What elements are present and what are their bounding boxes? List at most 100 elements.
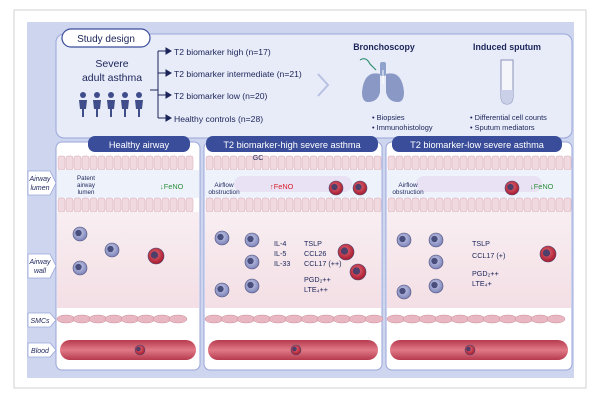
- epithelial-cell: [403, 197, 412, 213]
- smooth-muscle-cell: [418, 314, 438, 324]
- svg-text:Airway: Airway: [28, 259, 51, 266]
- epithelial-cell: [121, 155, 130, 171]
- svg-text:lumen: lumen: [78, 189, 95, 196]
- epithelial-cell: [185, 155, 194, 171]
- smooth-muscle-cell: [136, 314, 156, 324]
- row-labels: Airway lumen Airway wall SMCs Blood: [27, 170, 57, 358]
- healthy-lumen: [57, 170, 199, 198]
- epithelial-cell: [253, 197, 262, 213]
- t2high-epithelium-bottom: [205, 197, 382, 213]
- cell-nucleus: [75, 263, 82, 271]
- svg-text:obstruction: obstruction: [208, 189, 240, 196]
- smooth-muscle-cell: [316, 314, 336, 324]
- cell-nucleus: [431, 281, 438, 289]
- t2high-mast-cell: [214, 282, 230, 298]
- cell-nucleus: [217, 233, 224, 241]
- epithelial-cell: [515, 197, 524, 213]
- t2high-header: [206, 136, 378, 152]
- epithelial-cell: [301, 197, 310, 213]
- epithelial-cell: [237, 197, 246, 213]
- t2high-eosinophil: [337, 243, 355, 261]
- epithelial-cell: [411, 155, 420, 171]
- severe-asthma-line2: adult asthma: [82, 72, 142, 84]
- epithelial-cell: [373, 155, 382, 171]
- smooth-muscle-cell: [152, 314, 172, 324]
- cell-nucleus: [431, 235, 438, 243]
- epithelial-cell: [317, 197, 326, 213]
- t2low-feno: ↓FeNO: [530, 182, 554, 191]
- smooth-muscle-cell: [72, 314, 92, 324]
- epithelial-cell: [113, 155, 122, 171]
- cell-nucleus: [507, 183, 514, 191]
- t2high-epithelium-top: [205, 155, 382, 171]
- epithelial-cell: [153, 197, 162, 213]
- cell-nucleus: [331, 183, 338, 191]
- epithelial-cell: [229, 197, 238, 213]
- epithelial-cell: [65, 197, 74, 213]
- t2high-mast-cell: [214, 230, 230, 246]
- study-design-title-pill: [61, 28, 151, 48]
- epithelial-cell: [301, 155, 310, 171]
- airway-panels: [55, 141, 573, 371]
- svg-text:CCL17 (++): CCL17 (++): [304, 259, 342, 268]
- epithelial-cell: [467, 197, 476, 213]
- epithelial-cell: [325, 155, 334, 171]
- svg-text:SMCs: SMCs: [30, 318, 50, 325]
- epithelial-cell: [435, 197, 444, 213]
- smooth-muscle-cell: [120, 314, 140, 324]
- epithelial-cell: [113, 197, 122, 213]
- t2high-annotations: GC Airflow obstruction ↑FeNO IL-4 IL-5 I…: [208, 155, 341, 294]
- cell-nucleus: [107, 245, 114, 253]
- epithelial-cell: [145, 155, 154, 171]
- t2high-panel: [203, 141, 384, 371]
- t2high-lumen-eosinophil: [328, 180, 344, 196]
- epithelial-cell: [451, 155, 460, 171]
- epithelial-cell: [237, 155, 246, 171]
- epithelial-cell: [245, 197, 254, 213]
- t2low-epithelium-top: [387, 155, 572, 171]
- epithelial-cell: [539, 197, 548, 213]
- svg-text:CCL26: CCL26: [304, 249, 326, 258]
- cell-nucleus: [247, 257, 254, 265]
- epithelial-cell: [499, 197, 508, 213]
- epithelial-cell: [57, 197, 66, 213]
- epithelial-cell: [483, 197, 492, 213]
- group-t2-low: T2 biomarker low (n=20): [174, 91, 268, 101]
- epithelial-cell: [229, 155, 238, 171]
- t2high-smooth-muscle: [204, 314, 384, 324]
- group-t2-high: T2 biomarker high (n=17): [174, 47, 271, 57]
- epithelial-cell: [395, 197, 404, 213]
- study-design-title: Study design: [77, 34, 135, 45]
- smooth-muscle-cell: [466, 314, 486, 324]
- row-label-lumen: Airway lumen: [27, 170, 57, 196]
- smooth-muscle-cell: [88, 314, 108, 324]
- epithelial-cell: [285, 155, 294, 171]
- epithelial-cell: [161, 197, 170, 213]
- cell-nucleus: [150, 251, 159, 259]
- svg-text:IL-33: IL-33: [274, 259, 290, 268]
- cell-nucleus: [75, 229, 82, 237]
- epithelial-cell: [523, 197, 532, 213]
- epithelial-cell: [547, 197, 556, 213]
- cell-nucleus: [136, 346, 141, 352]
- svg-text:wall: wall: [34, 268, 47, 275]
- cell-nucleus: [399, 235, 406, 243]
- cell-nucleus: [292, 346, 297, 352]
- cell-nucleus: [352, 267, 361, 275]
- bronchoscopy-item-immunohistology: • Immunohistology: [372, 123, 433, 132]
- smooth-muscle-cell: [498, 314, 518, 324]
- cell-nucleus: [466, 346, 471, 352]
- epithelial-cell: [349, 197, 358, 213]
- epithelial-cell: [97, 197, 106, 213]
- epithelial-cell: [129, 197, 138, 213]
- t2high-eosinophil: [349, 263, 367, 281]
- epithelial-cell: [333, 155, 342, 171]
- healthy-blood-vessel: [60, 340, 196, 360]
- cell-nucleus: [542, 249, 551, 257]
- t2high-immune-cell: [244, 254, 260, 270]
- healthy-immune-cell: [72, 260, 88, 276]
- svg-text:Blood: Blood: [31, 348, 50, 355]
- healthy-immune-cell: [104, 242, 120, 258]
- t2low-wall: [387, 212, 571, 308]
